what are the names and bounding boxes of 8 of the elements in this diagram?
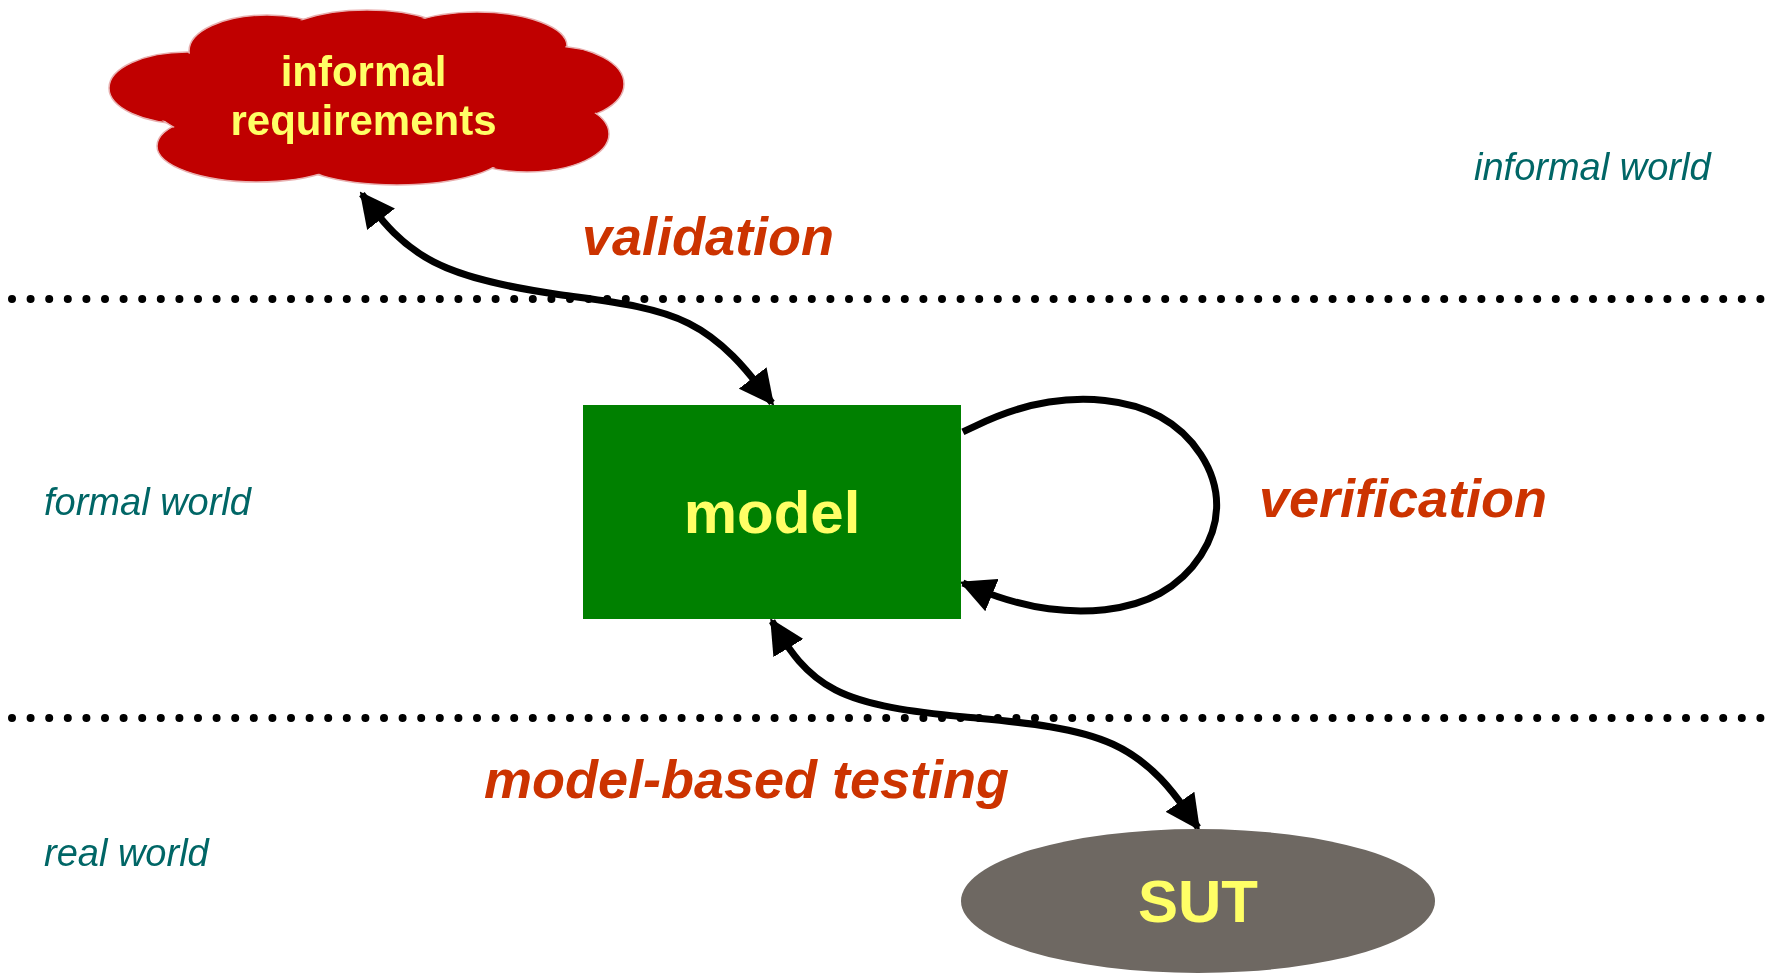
region-label: real world xyxy=(44,832,209,875)
region-label: informal world xyxy=(1474,146,1711,189)
node-label: model xyxy=(683,477,861,547)
node-label: SUT xyxy=(1138,866,1258,936)
node-label: informal requirements xyxy=(229,48,498,145)
region-label: formal world xyxy=(44,481,251,524)
arrow xyxy=(769,618,1201,831)
arrow xyxy=(359,191,775,406)
